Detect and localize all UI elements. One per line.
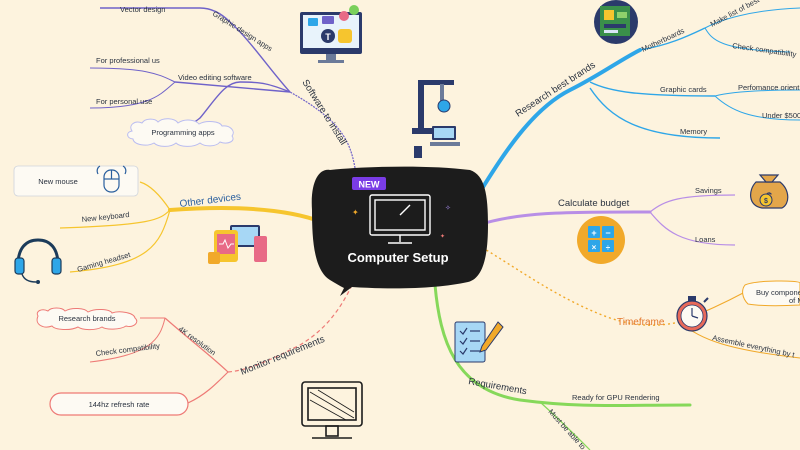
perf-line (714, 89, 800, 97)
calculator-icon: + − × ÷ (577, 216, 625, 264)
svg-text:−: − (605, 228, 610, 238)
central-title: Computer Setup (347, 250, 448, 265)
under-line (714, 95, 800, 121)
refresh-rate-label: 144hz refresh rate (89, 400, 150, 409)
new-badge: NEW (352, 177, 386, 190)
other-keyboard-line (59, 209, 171, 229)
programming-apps-cloud: Programming apps (127, 118, 234, 147)
monitor-branch-line (227, 284, 353, 373)
video-personal-line (89, 81, 176, 109)
requirements-branch-line (433, 283, 692, 408)
motherboard-icon (594, 0, 638, 44)
video-pro-label: For professional us (96, 56, 160, 65)
monitor-research-label: Research brands (58, 314, 115, 323)
mouse-label: New mouse (38, 177, 78, 186)
programming-apps-label: Programming apps (151, 128, 215, 137)
research-branch-line (476, 48, 642, 197)
motherboards-line (639, 27, 706, 51)
svg-text:+: + (591, 228, 596, 238)
memory-line (589, 87, 721, 139)
gpu-render-label: Ready for GPU Rendering (572, 393, 660, 402)
new-badge-text: NEW (359, 180, 381, 190)
svg-text:✦: ✦ (352, 208, 359, 217)
gpu-label: Graphic cards (660, 85, 707, 94)
svg-text:×: × (592, 243, 597, 252)
graphic-apps-line (100, 7, 291, 93)
loans-label: Loans (695, 235, 716, 244)
software-branch-line (289, 91, 356, 169)
monitor-refresh-line (187, 371, 229, 404)
savings-line (649, 194, 736, 213)
timeframe-label: Timeframe (617, 317, 665, 328)
svg-text:✧: ✧ (445, 204, 451, 212)
monitor-icon (369, 194, 431, 244)
refresh-rate-box: 144hz refresh rate (49, 392, 189, 416)
devices-icon (208, 225, 267, 264)
monitor-compat-line (89, 317, 166, 363)
svg-text:✦: ✦ (440, 233, 445, 240)
other-mouse-line (139, 181, 171, 211)
robot-arm-icon (412, 80, 460, 158)
svg-text:$: $ (764, 198, 768, 205)
budget-branch-line (476, 210, 652, 227)
other-branch-line (168, 206, 324, 224)
perf-label: Perfomance orient (738, 83, 800, 92)
loans-line (649, 211, 736, 246)
software-apps-icon: T (300, 5, 362, 63)
timeframe-buy-box: Buy compone of M (742, 280, 800, 307)
budget-label: Calculate budget (558, 198, 630, 209)
video-personal-label: For personal use (96, 97, 152, 106)
monitor-research-cloud: Research brands (36, 307, 138, 331)
central-node[interactable]: NEW ✦ ✧ ✦ Computer Setup (311, 166, 488, 296)
under-label: Under $500 (762, 111, 800, 120)
stopwatch-icon (676, 296, 709, 332)
video-line (174, 81, 291, 93)
video-pro-line (89, 67, 176, 83)
compat-line (704, 27, 791, 53)
video-label: Video editing software (178, 73, 252, 82)
gpu-line (589, 81, 716, 97)
monitor-res-line (164, 317, 229, 373)
savings-label: Savings (695, 186, 722, 195)
headset-icon (14, 238, 62, 284)
svg-text:÷: ÷ (606, 243, 611, 252)
mouse-box: New mouse (13, 165, 139, 197)
memory-label: Memory (680, 127, 707, 136)
sketch-monitor-icon (301, 381, 363, 439)
best-options-line (704, 7, 800, 29)
other-headset-line (69, 209, 171, 273)
timeframe-buy-label-2: of M (789, 296, 800, 305)
must-line (539, 401, 591, 450)
money-bag-icon: $ $ (750, 174, 789, 209)
svg-text:T: T (325, 32, 331, 42)
vector-label: Vector design (120, 5, 165, 14)
timeframe-buy-label: Buy compone (756, 288, 800, 297)
checklist-icon (454, 321, 504, 363)
mouse-icon (96, 165, 127, 193)
